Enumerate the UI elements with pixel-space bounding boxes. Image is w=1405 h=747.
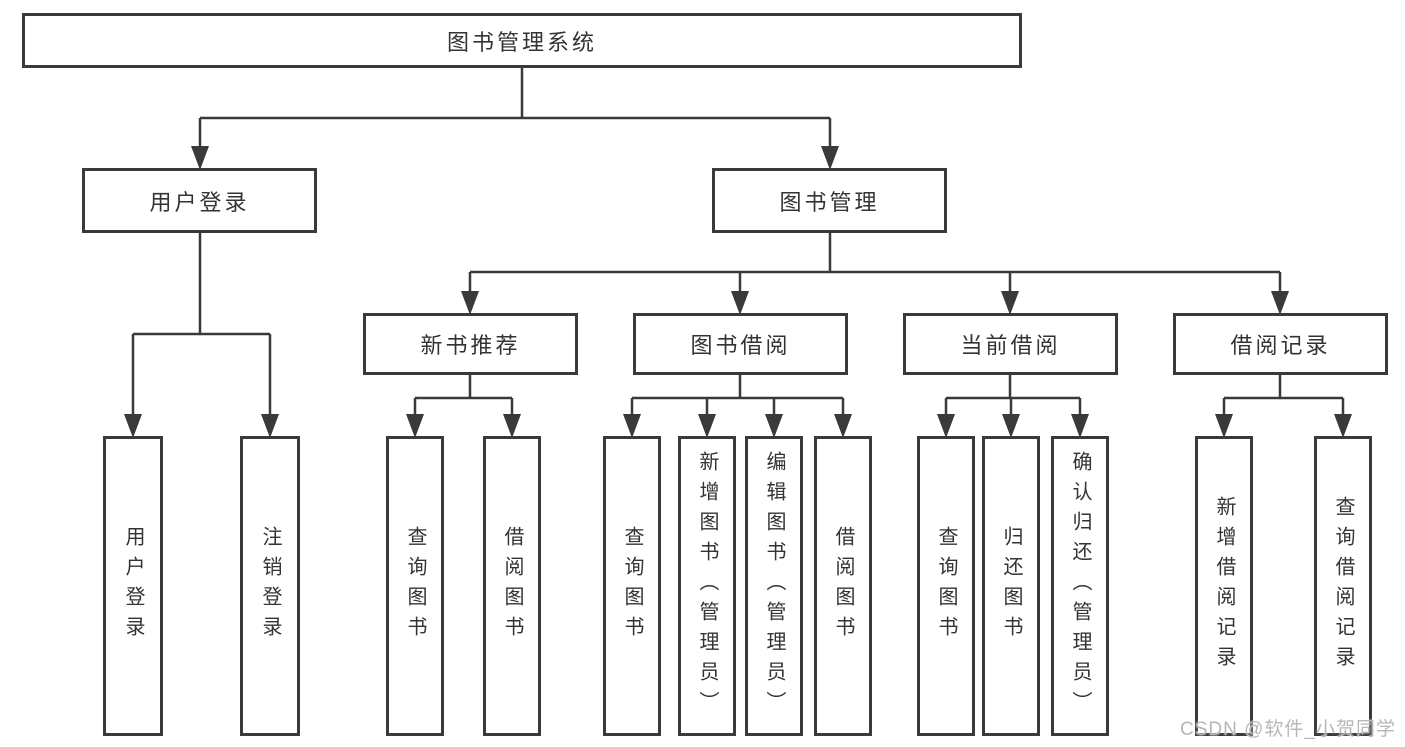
- node-borrowing-records: 借阅记录: [1173, 313, 1388, 375]
- leaf-label: 借阅图书: [501, 526, 523, 646]
- leaf-label: 查询借阅记录: [1332, 496, 1354, 676]
- leaf-borrow-books-recommend: 借阅图书: [483, 436, 541, 736]
- node-current-borrowing: 当前借阅: [903, 313, 1118, 375]
- node-book-borrowing: 图书借阅: [633, 313, 848, 375]
- arrowhead: [1215, 414, 1233, 438]
- leaf-label: 借阅图书: [832, 526, 854, 646]
- arrowhead: [1002, 414, 1020, 438]
- arrowhead: [1271, 291, 1289, 315]
- leaf-label: 查询图书: [621, 526, 643, 646]
- arrowhead: [623, 414, 641, 438]
- leaf-query-borrow-record: 查询借阅记录: [1314, 436, 1372, 736]
- connector-book-mgmt-to-level3: [468, 233, 1282, 295]
- leaf-label: 查询图书: [404, 526, 426, 646]
- leaf-label: 归还图书: [1000, 526, 1022, 646]
- arrowhead: [503, 414, 521, 438]
- leaf-query-books-current: 查询图书: [917, 436, 975, 736]
- arrowhead: [191, 146, 209, 170]
- arrowhead: [731, 291, 749, 315]
- arrowhead: [1334, 414, 1352, 438]
- arrowhead: [1001, 291, 1019, 315]
- arrowhead: [937, 414, 955, 438]
- node-root-library-system: 图书管理系统: [22, 13, 1022, 68]
- leaf-label: 用户登录: [122, 526, 144, 646]
- leaf-label: 编辑图书（管理员）: [763, 451, 785, 721]
- connector-root-to-level2: [198, 68, 832, 150]
- leaf-borrow-books: 借阅图书: [814, 436, 872, 736]
- connector-book-borrow-to-leaves: [630, 375, 845, 418]
- arrowhead: [124, 414, 142, 438]
- arrowhead: [461, 291, 479, 315]
- leaf-confirm-return-admin: 确认归还（管理员）: [1051, 436, 1109, 736]
- node-user-login-branch: 用户登录: [82, 168, 317, 233]
- connector-current-borrow-to-leaves: [944, 375, 1082, 418]
- connector-paths: [131, 68, 1345, 418]
- connector-new-books-to-leaves: [413, 375, 514, 418]
- connector-user-login-to-leaves: [131, 233, 272, 418]
- arrowhead: [834, 414, 852, 438]
- leaf-edit-books-admin: 编辑图书（管理员）: [745, 436, 803, 736]
- leaf-label: 新增借阅记录: [1213, 496, 1235, 676]
- leaf-label: 注销登录: [259, 526, 281, 646]
- arrowhead: [698, 414, 716, 438]
- leaf-label: 查询图书: [935, 526, 957, 646]
- leaf-query-books-borrow: 查询图书: [603, 436, 661, 736]
- node-book-mgmt-branch: 图书管理: [712, 168, 947, 233]
- arrowhead: [1071, 414, 1089, 438]
- arrowhead: [406, 414, 424, 438]
- arrowhead: [261, 414, 279, 438]
- connector-borrow-records-to-leaves: [1222, 375, 1345, 418]
- leaf-logout: 注销登录: [240, 436, 300, 736]
- leaf-user-login: 用户登录: [103, 436, 163, 736]
- leaf-return-books: 归还图书: [982, 436, 1040, 736]
- arrowheads: [124, 146, 1352, 438]
- leaf-label: 确认归还（管理员）: [1069, 451, 1091, 721]
- leaf-label: 新增图书（管理员）: [696, 451, 718, 721]
- leaf-add-books-admin: 新增图书（管理员）: [678, 436, 736, 736]
- csdn-watermark: CSDN @软件_小贺同学: [1180, 719, 1396, 740]
- arrowhead: [821, 146, 839, 170]
- leaf-query-books-recommend: 查询图书: [386, 436, 444, 736]
- leaf-add-borrow-record: 新增借阅记录: [1195, 436, 1253, 736]
- arrowhead: [765, 414, 783, 438]
- node-new-book-recommend: 新书推荐: [363, 313, 578, 375]
